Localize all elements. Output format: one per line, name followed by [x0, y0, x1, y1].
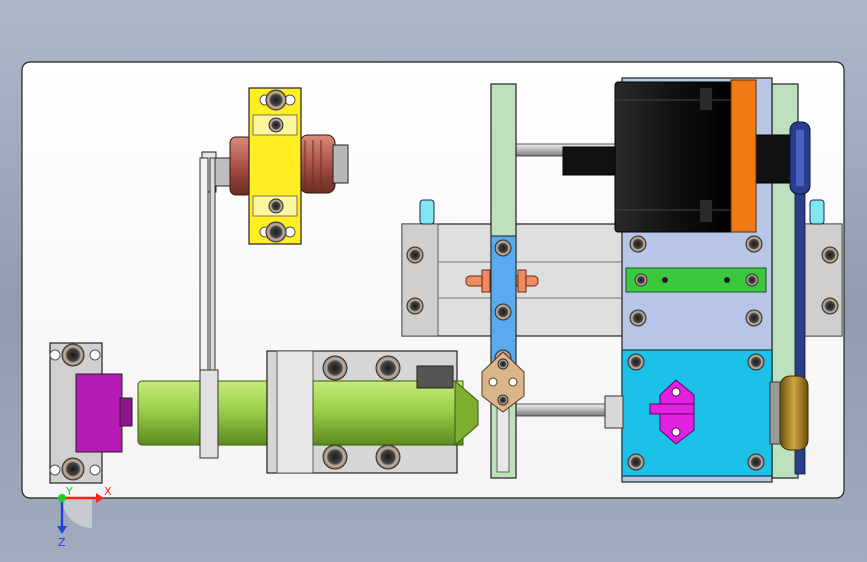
green-shaft[interactable]	[137, 369, 274, 459]
navy-pulley[interactable]	[789, 121, 811, 475]
tan-bracket[interactable]	[481, 351, 525, 413]
coordinate-triad: X Y Z	[57, 485, 112, 549]
cyan-block[interactable]	[604, 349, 773, 477]
bronze-pulley[interactable]	[769, 375, 809, 451]
x-axis-arrowhead	[96, 493, 104, 503]
left-magenta-housing[interactable]	[49, 342, 133, 484]
y-axis-label: Y	[65, 485, 73, 498]
yellow-bearing-bracket[interactable]	[201, 87, 349, 245]
lower-guide-rod[interactable]	[515, 403, 617, 417]
x-axis-label: X	[104, 485, 112, 498]
cylinder-body[interactable]	[266, 350, 479, 474]
y-axis-marker	[58, 494, 66, 502]
z-axis-label: Z	[58, 536, 66, 549]
orange-plate[interactable]	[730, 79, 757, 233]
magenta-part[interactable]	[649, 379, 695, 445]
z-axis-arrowhead	[57, 526, 67, 534]
stepper-motor[interactable]	[562, 81, 791, 233]
blue-link-bar[interactable]	[490, 235, 517, 371]
